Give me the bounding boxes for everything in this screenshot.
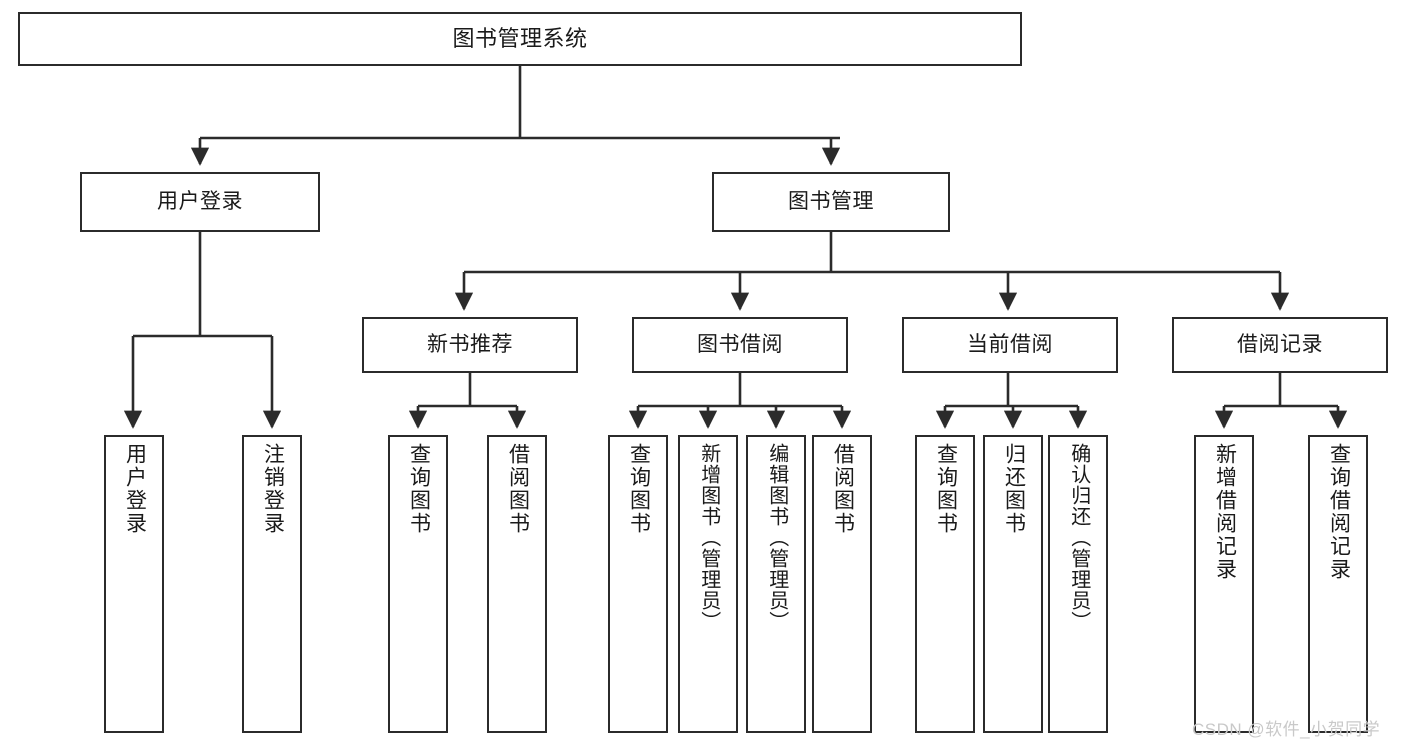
node-leaf-query-book-1[interactable]: 查询图书 <box>388 435 448 733</box>
node-current-borrow[interactable]: 当前借阅 <box>902 317 1118 373</box>
node-leaf-add-book[interactable]: 新增图书（管理员） <box>678 435 738 733</box>
node-leaf-query-book-3-label: 查询图书 <box>934 443 958 535</box>
node-leaf-user-login-label: 用户登录 <box>123 443 147 535</box>
node-leaf-edit-book[interactable]: 编辑图书（管理员） <box>746 435 806 733</box>
node-new-book-rec-label: 新书推荐 <box>427 333 513 357</box>
node-leaf-add-record[interactable]: 新增借阅记录 <box>1194 435 1254 733</box>
node-current-borrow-label: 当前借阅 <box>967 333 1053 357</box>
node-leaf-user-login[interactable]: 用户登录 <box>104 435 164 733</box>
node-leaf-query-book-2[interactable]: 查询图书 <box>608 435 668 733</box>
node-borrow-record-label: 借阅记录 <box>1237 333 1323 357</box>
node-leaf-borrow-book-2[interactable]: 借阅图书 <box>812 435 872 733</box>
node-leaf-confirm-return[interactable]: 确认归还（管理员） <box>1048 435 1108 733</box>
node-leaf-user-logout-label: 注销登录 <box>261 443 285 535</box>
node-book-manage[interactable]: 图书管理 <box>712 172 950 232</box>
node-leaf-user-logout[interactable]: 注销登录 <box>242 435 302 733</box>
node-leaf-add-book-label: 新增图书（管理员） <box>697 443 720 632</box>
node-leaf-query-book-2-label: 查询图书 <box>627 443 651 535</box>
node-leaf-query-book-1-label: 查询图书 <box>407 443 431 535</box>
node-book-borrow[interactable]: 图书借阅 <box>632 317 848 373</box>
node-leaf-return-book-label: 归还图书 <box>1002 443 1026 535</box>
node-leaf-query-record-label: 查询借阅记录 <box>1327 443 1351 581</box>
node-leaf-borrow-book-1-label: 借阅图书 <box>506 443 530 535</box>
node-new-book-rec[interactable]: 新书推荐 <box>362 317 578 373</box>
node-root[interactable]: 图书管理系统 <box>18 12 1022 66</box>
node-borrow-record[interactable]: 借阅记录 <box>1172 317 1388 373</box>
node-leaf-confirm-return-label: 确认归还（管理员） <box>1067 443 1090 632</box>
node-leaf-add-record-label: 新增借阅记录 <box>1213 443 1237 581</box>
node-leaf-query-book-3[interactable]: 查询图书 <box>915 435 975 733</box>
csdn-watermark: CSDN @软件_小贺同学 <box>1192 720 1381 739</box>
node-root-label: 图书管理系统 <box>452 26 588 52</box>
node-leaf-edit-book-label: 编辑图书（管理员） <box>765 443 788 632</box>
node-user-login-label: 用户登录 <box>157 190 243 214</box>
node-book-borrow-label: 图书借阅 <box>697 333 783 357</box>
node-book-manage-label: 图书管理 <box>788 190 874 214</box>
node-leaf-borrow-book-1[interactable]: 借阅图书 <box>487 435 547 733</box>
node-user-login[interactable]: 用户登录 <box>80 172 320 232</box>
node-leaf-return-book[interactable]: 归还图书 <box>983 435 1043 733</box>
node-leaf-borrow-book-2-label: 借阅图书 <box>831 443 855 535</box>
node-leaf-query-record[interactable]: 查询借阅记录 <box>1308 435 1368 733</box>
